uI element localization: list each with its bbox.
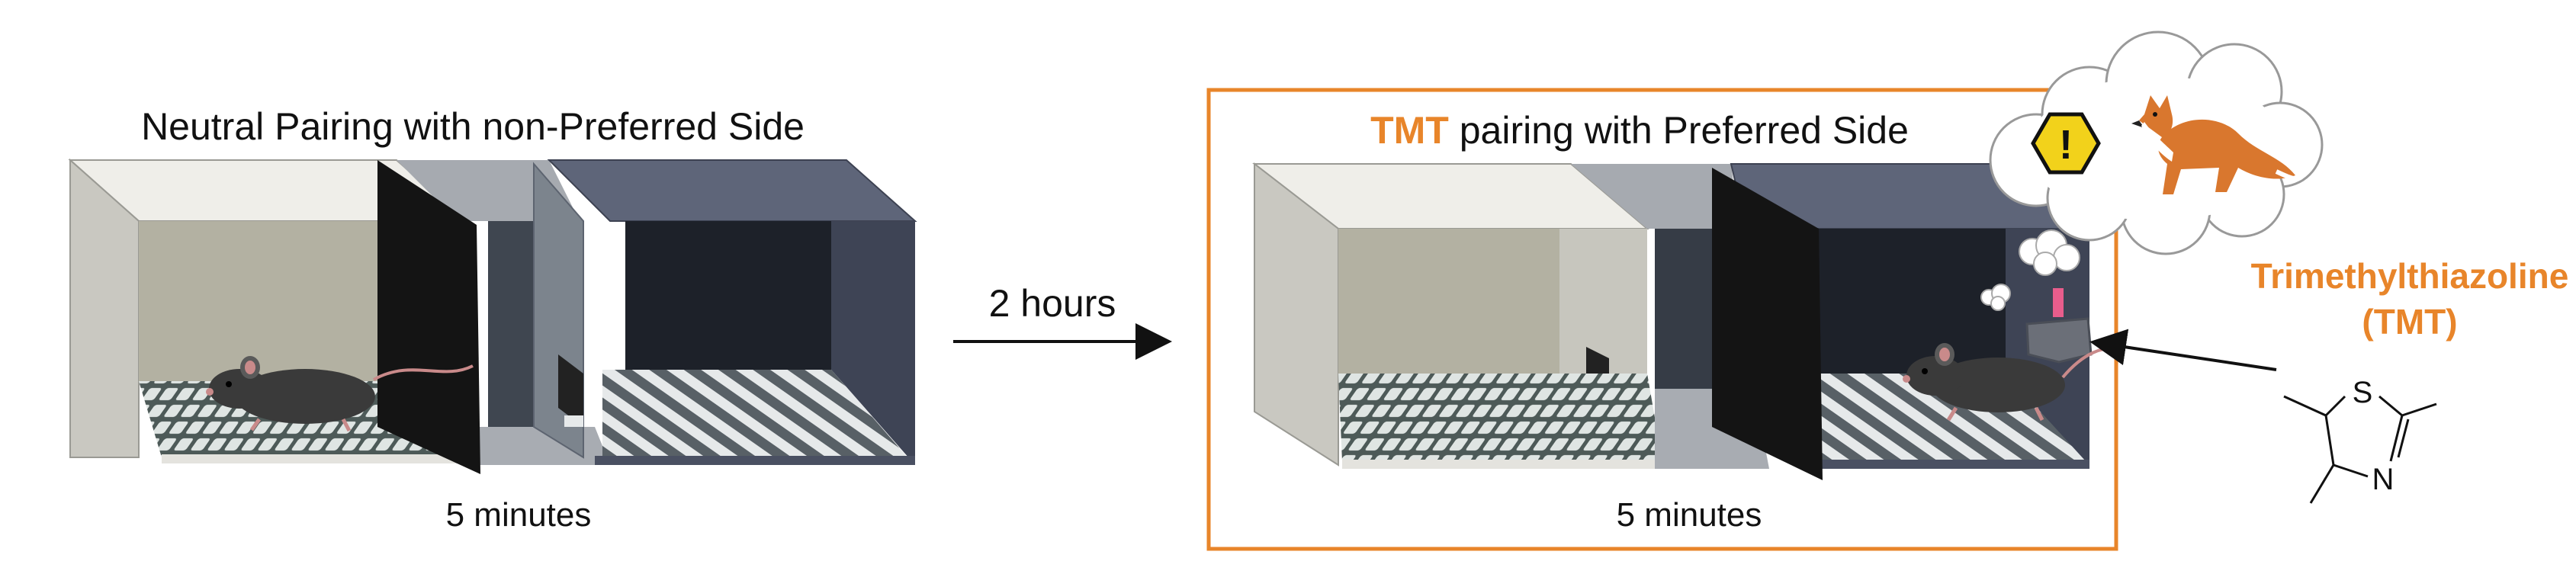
partition-doorway-floor (564, 415, 583, 427)
stripe-floor-left (602, 370, 907, 457)
delivery-arrow (2089, 329, 2277, 371)
r-light-chamber-back-wall (1338, 229, 1559, 374)
right-panel-title-tmt: TMT (1370, 109, 1449, 152)
right-panel: TMT pairing with Preferred Side (1206, 88, 2125, 551)
atom-n: N (2372, 463, 2395, 496)
r-dark-chamber-front-edge (1815, 460, 2089, 469)
r-light-chamber-front-edge (1342, 460, 1662, 469)
odor-label: Trimethylthiazoline (TMT) (2251, 256, 2569, 342)
r-grid-floor (1338, 374, 1662, 461)
light-chamber-back-wall (139, 221, 383, 381)
puff-cloud-icon (1980, 229, 2080, 311)
dark-chamber-roof (547, 159, 917, 222)
warning-symbol: ! (2059, 122, 2073, 168)
right-panel-title-rest: pairing with Preferred Side (1449, 109, 1909, 152)
left-apparatus (68, 158, 917, 474)
fox-icon (2131, 95, 2304, 194)
odor-label-line2: (TMT) (2362, 302, 2457, 342)
right-apparatus (1252, 162, 2125, 480)
warning-hexagon-icon: ! (2031, 112, 2101, 175)
atom-s: S (2353, 376, 2373, 409)
right-panel-duration: 5 minutes (1617, 496, 1762, 534)
transition-label: 2 hours (989, 282, 1116, 325)
left-panel-title: Neutral Pairing with non-Preferred Side (141, 105, 805, 148)
dark-chamber-front-edge (595, 456, 915, 465)
r-sliding-door (1712, 168, 1823, 480)
right-panel-title: TMT pairing with Preferred Side (1370, 109, 1909, 152)
left-panel: Neutral Pairing with non-Preferred Side (68, 105, 917, 534)
dark-chamber-back-wall (625, 221, 831, 370)
odor-label-line1: Trimethylthiazoline (2251, 256, 2569, 296)
tmt-molecule (2283, 395, 2437, 504)
dark-chamber-right-wall (831, 221, 915, 465)
light-chamber-side-wall (69, 158, 140, 458)
middle-chamber-back (488, 221, 534, 427)
r-dark-chamber-back-wall (1815, 229, 2006, 374)
r-light-chamber-side-wall (1254, 162, 1339, 467)
partition-doorway (558, 354, 583, 427)
r-light-chamber-right-wall (1559, 229, 1647, 374)
right-panel-frame (1206, 88, 2118, 551)
transition: 2 hours (953, 282, 1172, 360)
odor-dispenser-icon (2025, 288, 2093, 364)
mouse-icon (206, 356, 474, 432)
r-middle-chamber-roof (1571, 164, 1739, 229)
light-chamber-front-edge (162, 454, 488, 463)
left-panel-duration: 5 minutes (446, 496, 592, 534)
sliding-door (377, 160, 480, 474)
